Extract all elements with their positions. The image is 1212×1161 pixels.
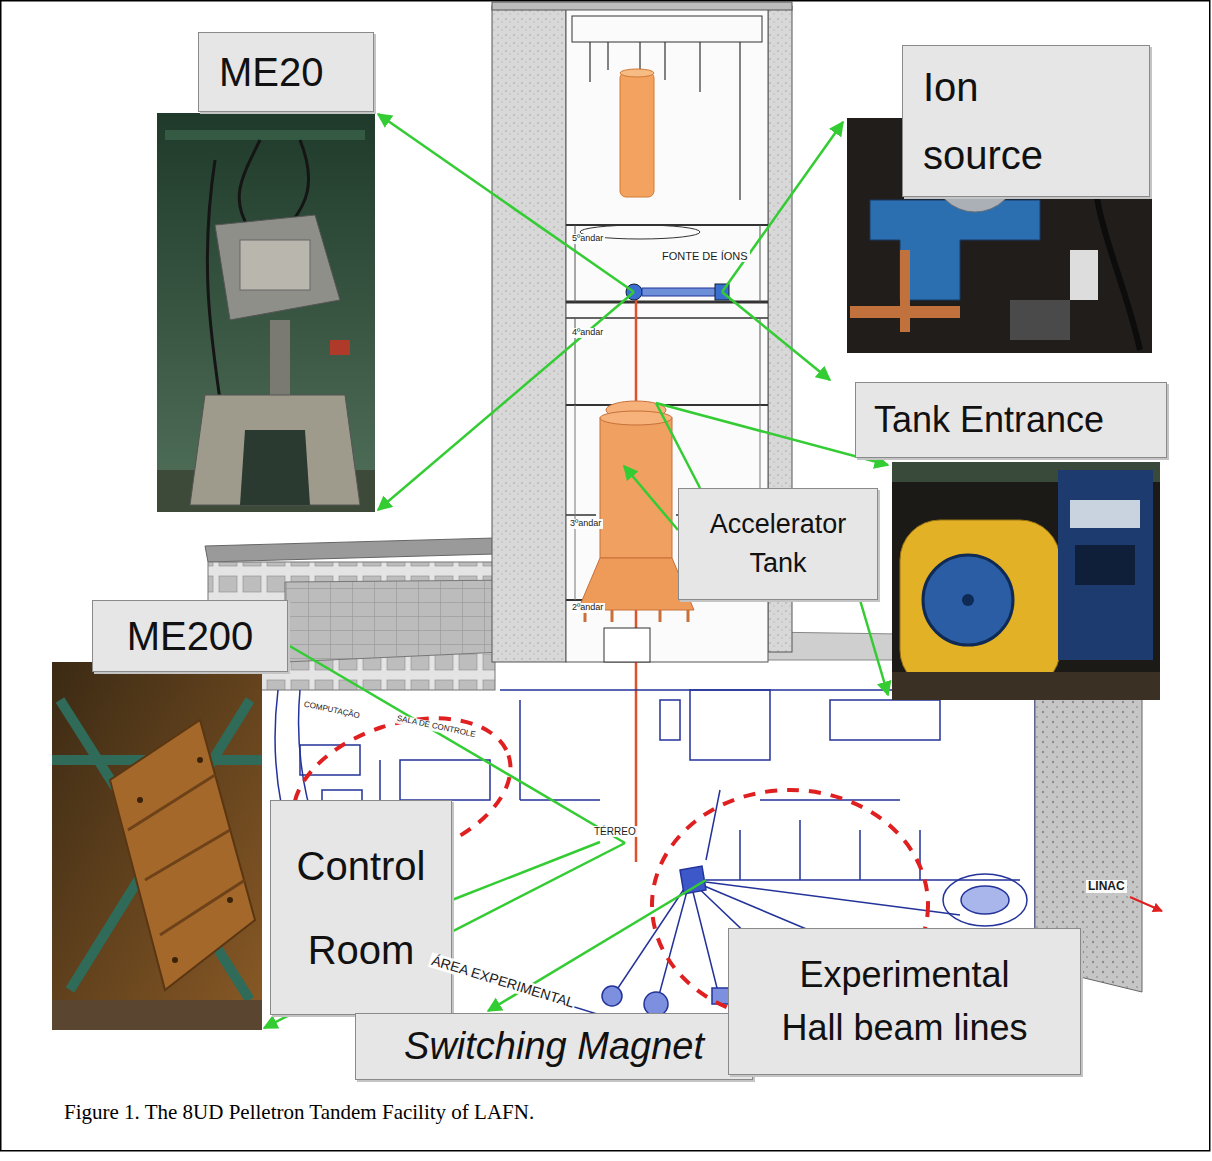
callout-text: Tank Entrance (874, 398, 1104, 441)
drawing-label: TÉRREO (592, 826, 638, 837)
me20-photo (190, 395, 360, 505)
callout-text: Control Room (281, 824, 441, 992)
tank-entrance-photo (923, 555, 1013, 645)
accelerator-tower (572, 16, 762, 42)
low-building (205, 538, 495, 562)
me200-photo (52, 662, 262, 1030)
accelerator-tower (492, 2, 792, 10)
drawing-label: 3ºandar (568, 519, 603, 529)
tank-entrance-photo (892, 672, 1160, 700)
experimental-hall (961, 886, 1009, 914)
leader-arrows (378, 292, 634, 510)
callout-box: Tank Entrance (855, 382, 1167, 458)
tank-entrance-photo (1070, 500, 1140, 528)
tank-entrance-photo (892, 462, 1160, 700)
me200-photo (52, 662, 262, 1030)
experimental-hall (602, 986, 622, 1006)
callout-box: Accelerator Tank (678, 488, 878, 600)
tank-entrance-photo (892, 462, 1160, 700)
callout-text: ME200 (127, 612, 254, 660)
me20-photo (270, 320, 290, 395)
leader-arrows (378, 114, 634, 292)
callout-text: Ion source (923, 53, 1089, 189)
ion-source-photo (900, 250, 910, 332)
drawing-label: FONTE DE ÍONS (660, 250, 750, 262)
me200-photo (227, 897, 233, 903)
tank-entrance-photo (1075, 545, 1135, 585)
experimental-hall (300, 745, 360, 775)
callout-text: ME20 (219, 48, 324, 96)
me20-photo (240, 240, 310, 290)
drawing-label: SALA DE CONTROLE (394, 714, 478, 740)
callout-box: Ion source (902, 45, 1150, 197)
leader-arrows (722, 122, 843, 292)
accelerator-tower (575, 225, 760, 405)
accelerator-tower (492, 6, 566, 662)
drawing-label: 4ºandar (570, 328, 605, 338)
callout-box: Control Room (270, 800, 452, 1015)
leader-arrows (656, 403, 888, 465)
me20-photo (330, 340, 350, 355)
me200-photo (137, 797, 143, 803)
accelerator-tower (600, 418, 672, 558)
drawing-label: 5ºandar (570, 234, 605, 244)
me200-photo (52, 1000, 262, 1030)
experimental-hall (943, 874, 1027, 926)
me20-photo (240, 430, 310, 505)
experimental-hall (690, 690, 770, 760)
accelerator-tower (566, 301, 768, 304)
leader-arrows (722, 292, 830, 380)
leader-arrows (452, 842, 600, 900)
callout-text: Accelerator Tank (689, 505, 867, 583)
drawing-label: ÁREA EXPERIMENTAL (428, 952, 578, 1011)
me200-photo (110, 720, 255, 990)
callout-box: Experimental Hall beam lines (728, 928, 1081, 1075)
callout-box: ME20 (198, 32, 374, 112)
accelerator-tower (566, 317, 768, 319)
leader-arrows (264, 114, 888, 1028)
accelerator-tower (590, 42, 740, 200)
ion-source-photo (1010, 300, 1070, 340)
experimental-hall (830, 700, 940, 740)
figure-caption: Figure 1. The 8UD Pelletron Tandem Facil… (64, 1100, 534, 1125)
me20-photo (157, 113, 375, 512)
callout-box: ME200 (92, 600, 288, 672)
me200-photo (52, 700, 262, 1000)
me20-photo (157, 113, 375, 512)
me200-photo (172, 957, 178, 963)
drawing-label: LINAC (1086, 880, 1127, 893)
accelerator-tower (492, 2, 792, 862)
leader-arrows (656, 403, 700, 488)
accelerator-tower (642, 288, 720, 296)
drawing-label: 2ºandar (570, 603, 605, 613)
ion-source-photo (870, 200, 1040, 300)
experimental-hall (680, 866, 706, 894)
accelerator-tower (620, 72, 654, 197)
accelerator-tower (620, 69, 654, 77)
tank-entrance-photo (900, 520, 1060, 690)
leader-arrows (860, 600, 888, 695)
me200-photo (128, 775, 245, 935)
callout-text: Switching Magnet (404, 1024, 704, 1070)
linac-arrow (1130, 897, 1162, 911)
tank-entrance-photo (962, 594, 974, 606)
me20-photo (215, 215, 340, 320)
tank-entrance-photo (1058, 470, 1153, 660)
experimental-hall (400, 760, 490, 800)
callout-box: Switching Magnet (355, 1013, 753, 1080)
leader-arrows (624, 466, 678, 530)
experimental-hall (660, 700, 680, 740)
me200-photo (197, 757, 203, 763)
callout-text: Experimental Hall beam lines (779, 949, 1030, 1053)
drawing-label: COMPUTAÇÃO (301, 700, 362, 721)
ion-source-photo (1070, 250, 1098, 300)
me20-photo (165, 130, 365, 140)
accelerator-tower (604, 628, 650, 662)
experimental-hall (706, 790, 900, 860)
